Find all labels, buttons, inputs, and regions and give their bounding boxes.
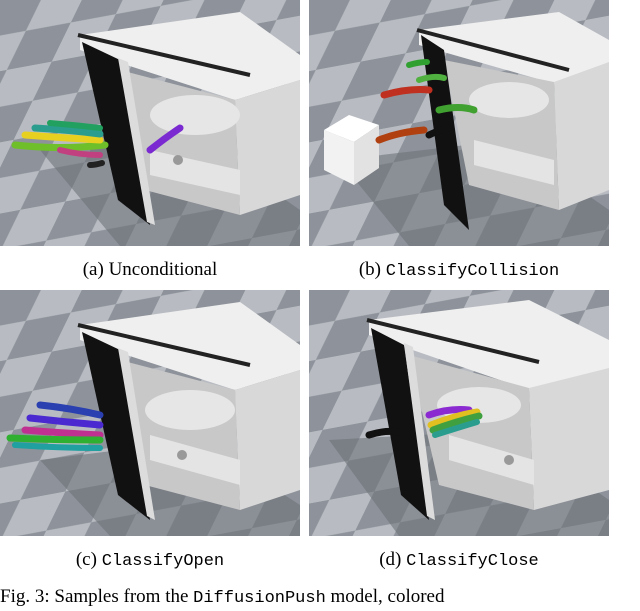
microwave-scene-image bbox=[0, 290, 300, 536]
figure-caption-suffix: model, colored bbox=[330, 586, 445, 607]
panel-label: (d) bbox=[379, 549, 402, 570]
panel-b-classify-collision bbox=[309, 0, 609, 246]
panel-a-unconditional bbox=[0, 0, 300, 246]
panel-caption-text: ClassifyOpen bbox=[101, 552, 225, 571]
microwave-scene-image bbox=[0, 0, 300, 246]
figure-caption-model: DiffusionPush bbox=[193, 589, 326, 608]
panel-label: (c) bbox=[75, 549, 97, 570]
panel-a-caption: (a) Unconditional bbox=[0, 258, 300, 282]
panel-caption-text: Unconditional bbox=[108, 259, 218, 280]
panel-d-classify-close bbox=[309, 290, 609, 536]
panel-c-caption: (c) ClassifyOpen bbox=[0, 548, 300, 574]
panel-label: (b) bbox=[358, 259, 381, 280]
microwave-scene-image bbox=[309, 0, 609, 246]
panel-label: (a) bbox=[82, 259, 104, 280]
panel-b-caption: (b) ClassifyCollision bbox=[309, 258, 609, 284]
figure-caption: Fig. 3: Samples from the DiffusionPush m… bbox=[0, 585, 640, 611]
panel-caption-text: ClassifyCollision bbox=[385, 262, 560, 281]
panel-d-caption: (d) ClassifyClose bbox=[309, 548, 609, 574]
panel-caption-text: ClassifyClose bbox=[406, 552, 539, 571]
panel-c-classify-open bbox=[0, 290, 300, 536]
figure-caption-prefix: Fig. 3: Samples from the bbox=[0, 586, 189, 607]
microwave-scene-image bbox=[309, 290, 609, 536]
